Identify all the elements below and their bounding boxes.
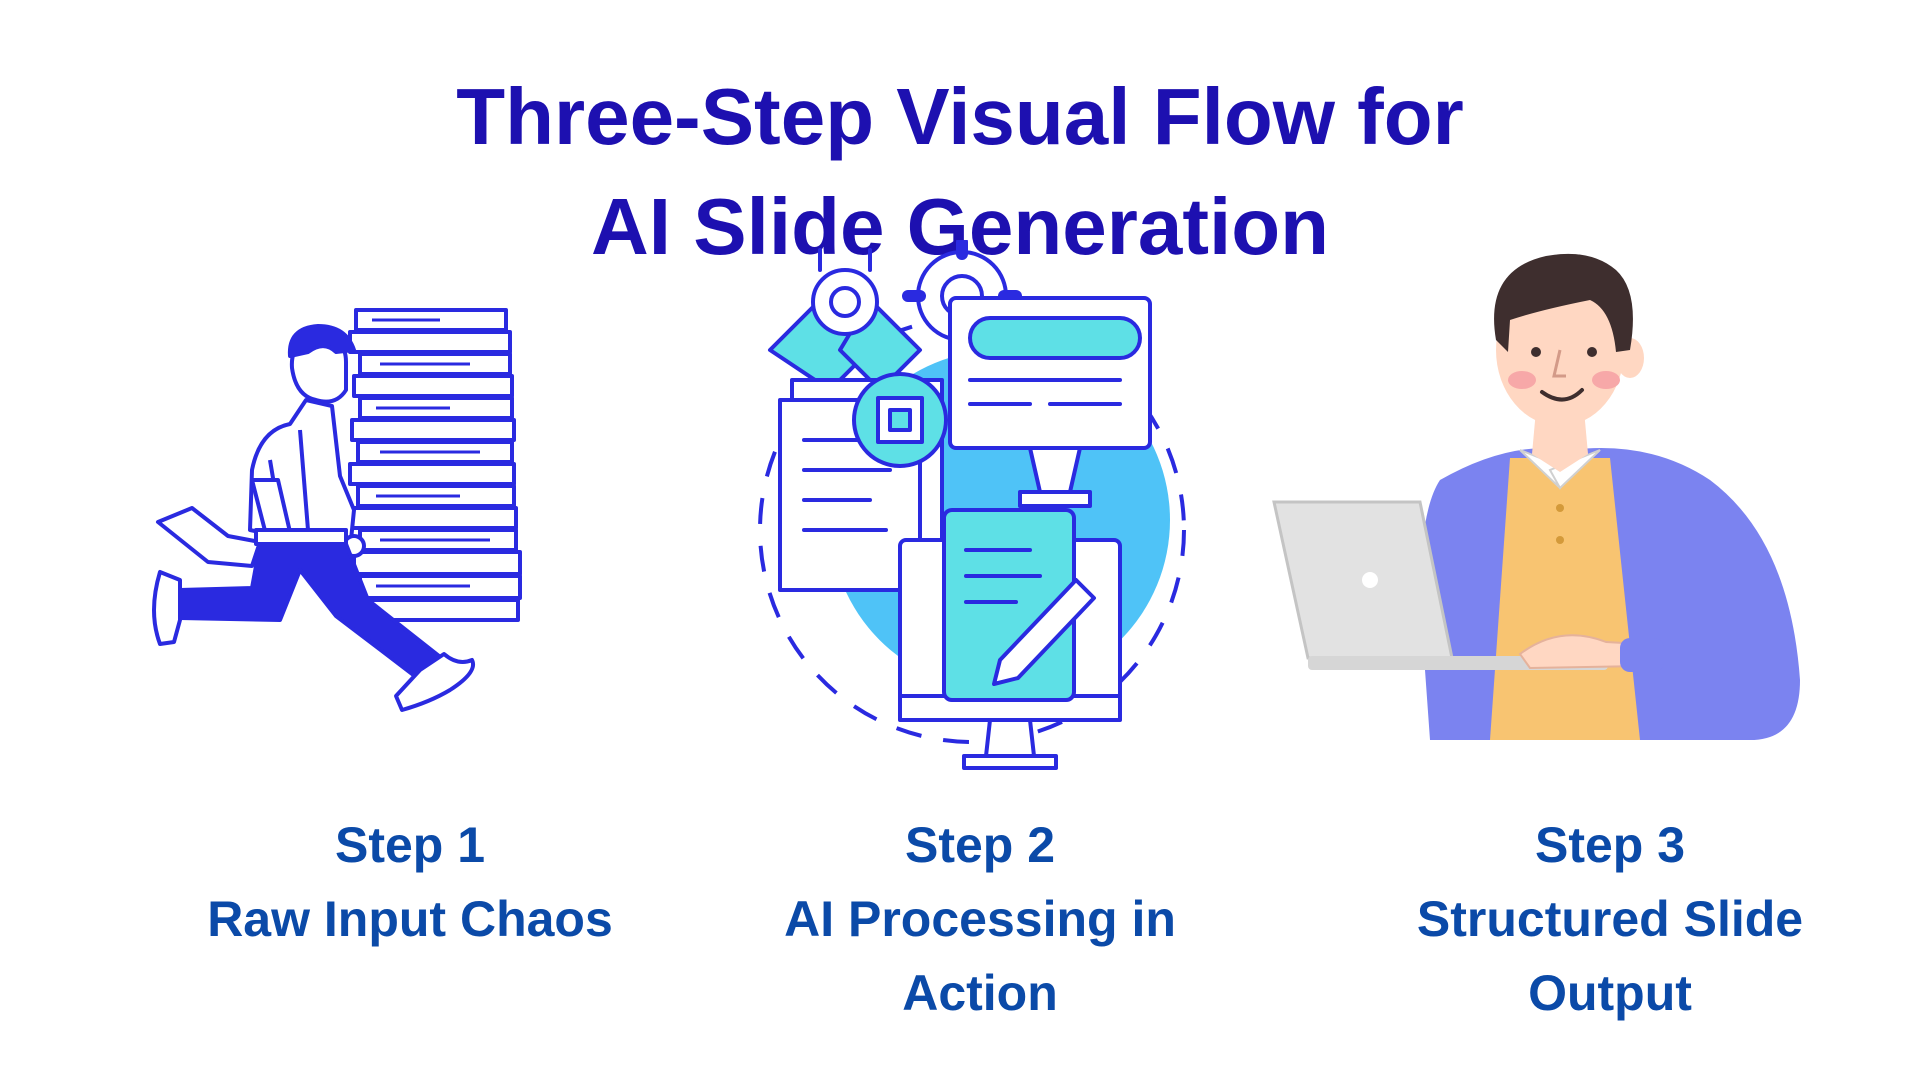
step-2-label: Step 2: [904, 817, 1056, 873]
step-3-label: Step 3: [1534, 817, 1686, 873]
step-1-illustration: [140, 240, 700, 800]
step-3-illustration: [1270, 240, 1830, 800]
step-1-label: Step 1: [334, 817, 486, 873]
step-2-caption: Step 2 AI Processing in Action: [680, 808, 1280, 1030]
title-line-1: Three-Step Visual Flow for: [456, 72, 1464, 161]
step-2-description-line-2: Action: [902, 965, 1058, 1021]
step-3-description-line-1: Structured Slide: [1416, 891, 1804, 947]
running-man-with-papers-icon: [152, 308, 522, 712]
ai-processing-icon: [758, 240, 1186, 770]
step-1-description: Raw Input Chaos: [207, 891, 613, 947]
step-3-description-line-2: Output: [1528, 965, 1692, 1021]
man-with-laptop-icon: [1272, 253, 1800, 740]
step-2-illustration: [700, 240, 1260, 800]
page-title: Three-Step Visual Flow for AI Slide Gene…: [0, 62, 1920, 282]
step-1-caption: Step 1 Raw Input Chaos: [110, 808, 710, 956]
step-2-description-line-1: AI Processing in: [784, 891, 1176, 947]
step-3-caption: Step 3 Structured Slide Output: [1310, 808, 1910, 1030]
